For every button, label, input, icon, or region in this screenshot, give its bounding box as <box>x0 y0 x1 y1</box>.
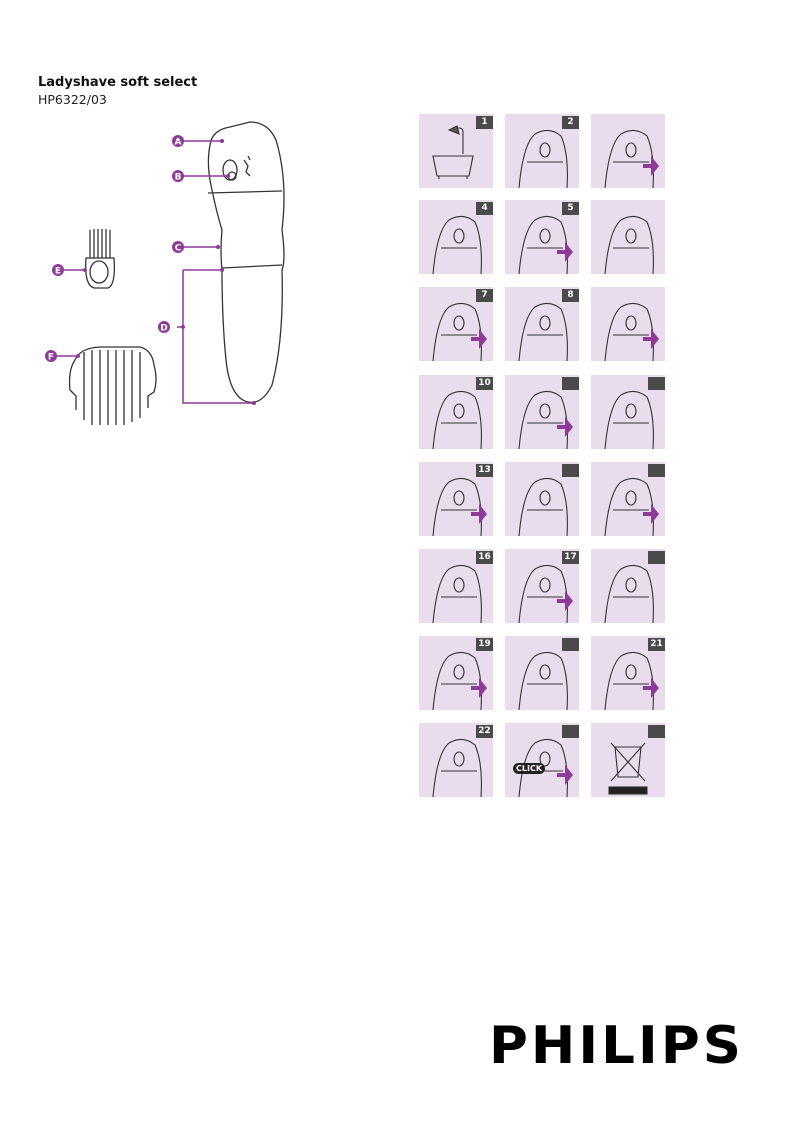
step-number-badge: 21 <box>648 638 665 651</box>
step-number-badge: 2 <box>562 116 579 129</box>
model-number: HP6322/03 <box>38 92 107 107</box>
step-number-badge <box>648 725 665 738</box>
instruction-panel-replace-foil <box>505 636 579 710</box>
step-number-badge: 19 <box>476 638 493 651</box>
instruction-panel-shaving-head: 10 <box>419 375 493 449</box>
svg-text:E: E <box>55 267 61 277</box>
click-label: CLICK <box>513 763 546 774</box>
instruction-panel-switch-on: 4 <box>419 200 493 274</box>
instruction-panel-press-side: 19 <box>419 636 493 710</box>
svg-text:F: F <box>48 353 54 363</box>
instruction-panel-shower-bath: 1 <box>419 114 493 188</box>
slide-cap-icon <box>604 129 659 188</box>
instruction-panel-remove-cutter: 22 <box>419 723 493 797</box>
step-number-badge <box>562 377 579 390</box>
svg-text:A: A <box>175 138 182 148</box>
instruction-panel-setting-1: 5 <box>505 200 579 274</box>
label-d: D <box>158 321 170 334</box>
step-number-badge: 8 <box>562 289 579 302</box>
instruction-panel-oil-foil: 17 <box>505 549 579 623</box>
label-c: C <box>172 241 184 254</box>
instruction-panel-setting-2 <box>591 200 665 274</box>
remove-head-icon <box>518 477 568 536</box>
recycle-bin-icon <box>608 742 648 795</box>
instruction-panel-recycle-bin <box>591 723 665 797</box>
step-number-badge <box>648 377 665 390</box>
instruction-panel-setting-3: 7 <box>419 287 493 361</box>
instruction-panel-comb-attached <box>591 375 665 449</box>
instruction-panel-shave-angle <box>591 287 665 361</box>
step-number-badge <box>648 464 665 477</box>
disassemble-icon <box>604 651 659 710</box>
instruction-panel-press-button: 8 <box>505 287 579 361</box>
trim-direction-icon <box>432 477 487 536</box>
attach-comb-icon <box>518 390 573 449</box>
step-number-badge <box>562 638 579 651</box>
rinse-tap-icon <box>432 564 482 623</box>
instruction-panel-rinse-tap: 16 <box>419 549 493 623</box>
switch-on-icon <box>432 215 482 274</box>
svg-text:C: C <box>175 244 182 254</box>
instruction-panel-click-cutter: CLICK <box>505 723 579 797</box>
step-number-badge: 4 <box>476 202 493 215</box>
shaving-head-icon <box>432 390 482 449</box>
step-number-badge: 10 <box>476 377 493 390</box>
step-number-badge: 17 <box>562 551 579 564</box>
svg-text:B: B <box>175 173 182 183</box>
step-number-badge: 13 <box>476 464 493 477</box>
setting-3-icon <box>432 302 487 361</box>
label-b: B <box>172 170 184 183</box>
device-overview-illustration: A B C D E F <box>45 121 285 425</box>
comb-attached-icon <box>604 390 654 449</box>
instruction-panel-attach-comb <box>505 375 579 449</box>
setting-1-icon <box>518 215 573 274</box>
instruction-panel-brush-clean <box>591 462 665 536</box>
instruction-panel-remove-cap: 2 <box>505 114 579 188</box>
philips-logo: PHILIPS <box>489 1016 745 1076</box>
instruction-panel-remove-foil <box>591 549 665 623</box>
label-f: F <box>45 350 57 363</box>
press-button-icon <box>518 302 568 361</box>
step-number-badge: 5 <box>562 202 579 215</box>
label-e: E <box>52 264 64 277</box>
instruction-panel-disassemble: 21 <box>591 636 665 710</box>
step-number-badge: 1 <box>476 116 493 129</box>
step-number-badge: 22 <box>476 725 493 738</box>
press-side-icon <box>432 651 487 710</box>
step-number-badge <box>562 725 579 738</box>
setting-2-icon <box>604 215 654 274</box>
step-number-badge: 7 <box>476 289 493 302</box>
step-number-badge <box>648 551 665 564</box>
svg-text:D: D <box>160 324 167 334</box>
shower-bath-icon <box>432 125 474 179</box>
remove-cap-icon <box>518 129 568 188</box>
instruction-panel-remove-head <box>505 462 579 536</box>
step-number-badge <box>562 464 579 477</box>
label-a: A <box>172 135 184 148</box>
remove-cutter-icon <box>432 738 482 797</box>
instruction-panel-trim-direction: 13 <box>419 462 493 536</box>
step-number-badge: 16 <box>476 551 493 564</box>
callout-labels: A B C D E F <box>45 135 184 363</box>
product-title: Ladyshave soft select <box>38 75 198 90</box>
shave-angle-icon <box>604 302 659 361</box>
instruction-panel-slide-cap <box>591 114 665 188</box>
oil-foil-icon <box>518 564 573 623</box>
remove-foil-icon <box>604 564 654 623</box>
brush-clean-icon <box>604 477 659 536</box>
replace-foil-icon <box>518 651 568 710</box>
